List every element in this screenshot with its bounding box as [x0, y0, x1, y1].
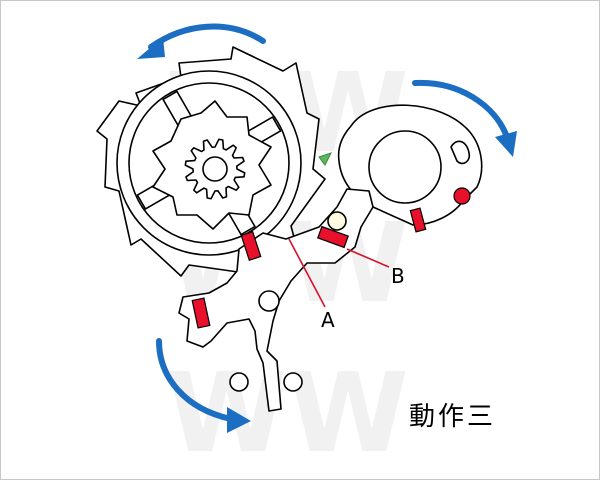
rotation-arrow-top-left [137, 23, 266, 59]
impulse-pin-jewel [453, 187, 471, 205]
roller-jewel [409, 207, 427, 233]
balance-roller [337, 104, 483, 233]
green-marker [318, 152, 332, 166]
banking-pin-left [229, 372, 249, 392]
lower-pallet-jewel [191, 297, 211, 329]
entry-pallet-jewel [240, 231, 262, 261]
diagram-caption: 動作三 [409, 402, 497, 432]
roller-notch [450, 140, 471, 165]
rotation-arrow-bottom-left [156, 338, 251, 433]
escape-wheel [96, 46, 326, 277]
pallet-fork [178, 188, 374, 412]
roller-inner-circle [368, 130, 442, 204]
rotation-arrow-right [412, 79, 517, 157]
svg-text:WW: WW [166, 349, 409, 477]
fork-pin [327, 211, 347, 231]
leader-line-a [288, 238, 326, 308]
pinion-center [202, 156, 228, 182]
exit-pallet-jewel [317, 225, 349, 249]
banking-pin-right [283, 372, 303, 392]
pallet-arbor [258, 290, 280, 312]
label-a: A [321, 308, 335, 332]
leader-line-b [346, 248, 390, 268]
label-b: B [391, 264, 405, 288]
